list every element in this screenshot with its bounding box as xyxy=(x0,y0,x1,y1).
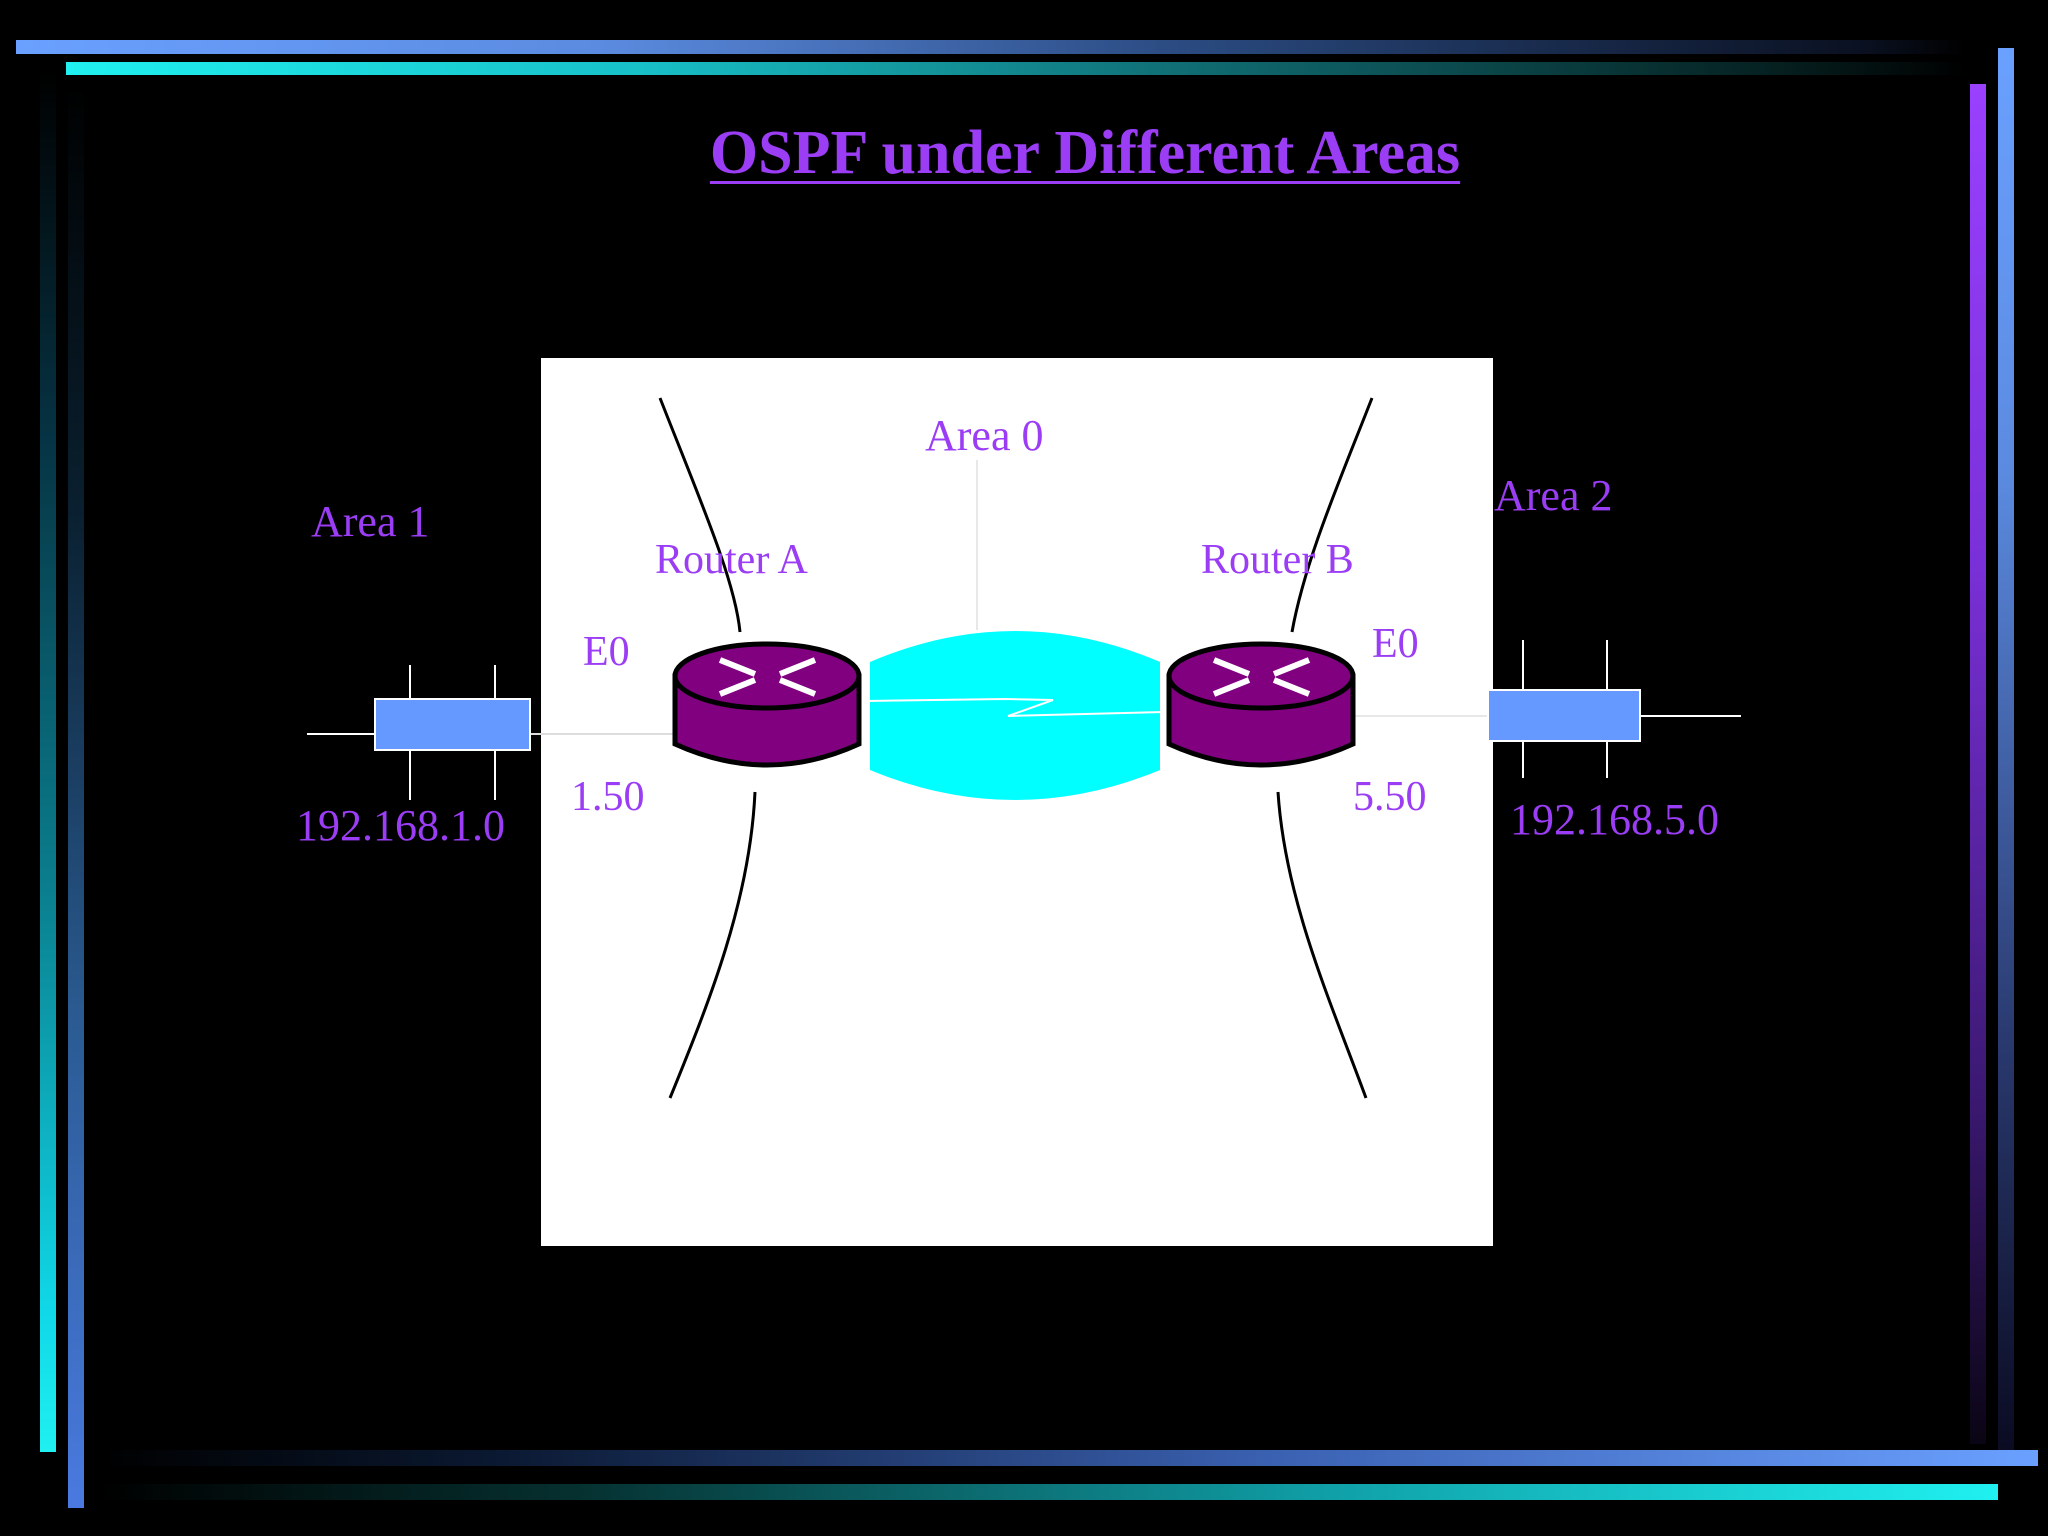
area-boundary-b-bottom xyxy=(1276,791,1368,1099)
area-boundary-b-top xyxy=(1290,397,1374,633)
area0-label: Area 0 xyxy=(925,411,1044,460)
area-boundary-a-bottom xyxy=(668,791,757,1099)
bottom-bar-blue xyxy=(100,1450,2038,1466)
area-boundary-a-top xyxy=(658,397,742,633)
area0-region xyxy=(541,358,1493,1246)
interface-e0-b: E0 xyxy=(1372,621,1419,667)
area2-label: Area 2 xyxy=(1494,471,1613,520)
ethernet-segment-icon xyxy=(1355,640,1741,778)
wan-cloud-icon xyxy=(865,631,1166,800)
right-bar-blue xyxy=(1998,48,2014,1460)
router-a-label: Router A xyxy=(655,537,808,583)
network-5-label: 192.168.5.0 xyxy=(1510,795,1719,844)
interface-e0-a: E0 xyxy=(583,629,630,675)
left-bar-cyan xyxy=(40,70,56,1452)
network-1-label: 192.168.1.0 xyxy=(296,801,505,850)
bottom-bar-cyan xyxy=(100,1484,1998,1500)
router-icon xyxy=(672,641,862,768)
router-icon xyxy=(1166,641,1356,768)
ethernet-segment-icon xyxy=(307,665,680,800)
slide-title: OSPF under Different Areas xyxy=(709,119,1461,187)
top-bar-cyan xyxy=(66,62,1966,75)
right-bar-purple xyxy=(1970,84,1986,1444)
address-b: 5.50 xyxy=(1353,774,1427,820)
router-b-label: Router B xyxy=(1201,537,1354,583)
address-a: 1.50 xyxy=(571,774,645,820)
top-bar-blue xyxy=(16,40,1966,54)
area1-label: Area 1 xyxy=(311,497,430,546)
left-bar-blue xyxy=(68,84,84,1508)
